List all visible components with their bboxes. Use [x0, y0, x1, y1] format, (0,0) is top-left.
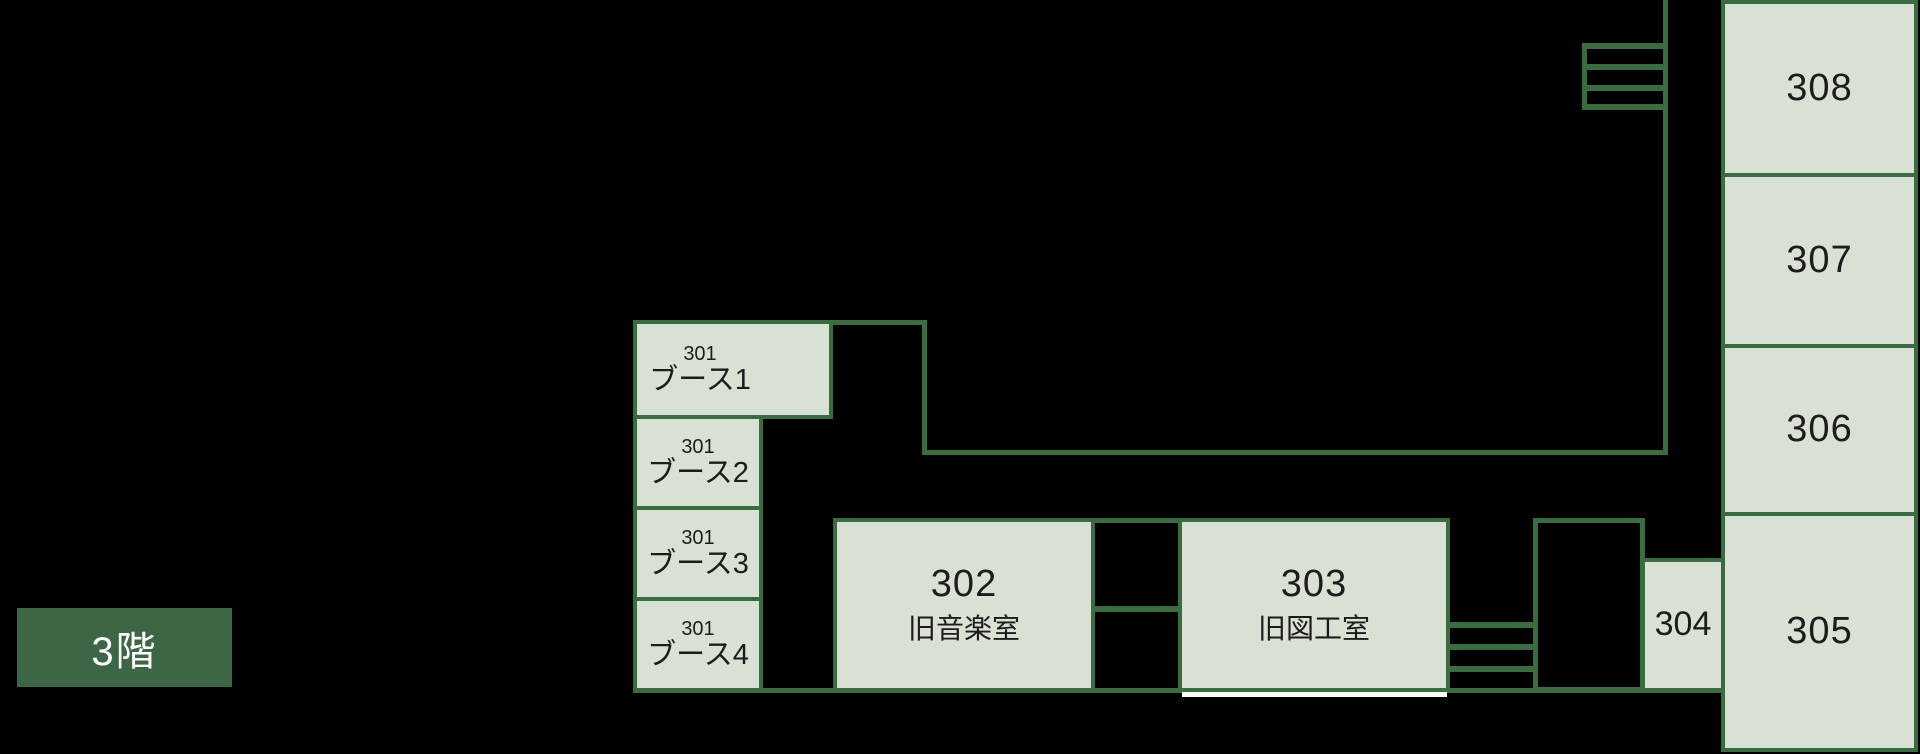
- stairs-step: [1446, 666, 1533, 672]
- wall-segment: [922, 320, 927, 455]
- room-number: 304: [1654, 605, 1712, 644]
- wall-segment: [1663, 0, 1668, 455]
- room-302: 302 旧音楽室: [833, 518, 1095, 692]
- stairs-step: [1582, 104, 1668, 110]
- room-number: 301: [681, 617, 715, 640]
- wall-segment: [1093, 518, 1180, 523]
- room-name: 旧音楽室: [907, 612, 1020, 644]
- room-301-booth2: 301 ブース2: [633, 415, 763, 510]
- door-divider-line: [1093, 606, 1180, 612]
- room-number: 308: [1786, 66, 1853, 109]
- room-301-booth4: 301 ブース4: [633, 597, 763, 692]
- room-name: ブース4: [647, 638, 749, 671]
- room-301-booth3: 301 ブース3: [633, 506, 763, 601]
- stairs-step: [1446, 644, 1533, 650]
- wall-opening-marker: [1182, 692, 1447, 697]
- room-number: 301: [681, 526, 715, 549]
- stairs-step: [1582, 43, 1668, 49]
- wall-segment: [922, 450, 1668, 455]
- room-name: ブース3: [647, 547, 749, 580]
- floor-label: 3階: [17, 608, 232, 687]
- room-number: 301: [683, 342, 717, 365]
- room-number: 306: [1786, 408, 1853, 451]
- room-number: 301: [681, 435, 715, 458]
- stairs-icon: [1446, 622, 1533, 672]
- room-number: 305: [1786, 610, 1853, 653]
- room-303: 303 旧図工室: [1178, 518, 1450, 692]
- room-308: 308: [1721, 0, 1918, 177]
- stairs-step: [1582, 85, 1668, 91]
- room-name: ブース2: [647, 456, 749, 489]
- room-306: 306: [1721, 344, 1918, 516]
- stairs-step: [1446, 622, 1533, 628]
- room-307: 307: [1721, 173, 1918, 348]
- room-number: 302: [930, 562, 998, 605]
- room-304: 304: [1641, 558, 1725, 692]
- room-301-booth1: 301 ブース1: [633, 320, 833, 419]
- room-label-block: 301 ブース1: [637, 343, 763, 397]
- room-number: 303: [1280, 562, 1348, 605]
- room-name: ブース1: [649, 363, 751, 396]
- room-name: 旧図工室: [1257, 612, 1370, 644]
- room-305: 305: [1721, 512, 1918, 752]
- stairs-icon: [1582, 43, 1668, 110]
- wall-segment: [829, 320, 927, 325]
- stairs-rail: [1582, 43, 1587, 110]
- utility-room: [1533, 518, 1645, 692]
- stairs-step: [1582, 64, 1668, 70]
- room-number: 307: [1786, 238, 1853, 281]
